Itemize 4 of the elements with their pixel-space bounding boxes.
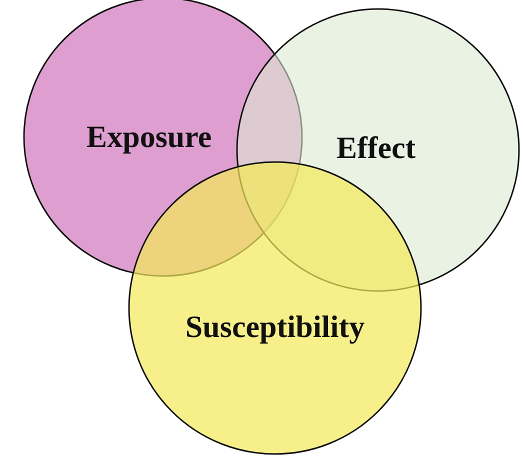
- set-label: Exposure: [86, 119, 212, 155]
- set-label: Effect: [336, 130, 416, 166]
- set-label: Susceptibility: [185, 309, 365, 345]
- venn-circle: [128, 161, 422, 455]
